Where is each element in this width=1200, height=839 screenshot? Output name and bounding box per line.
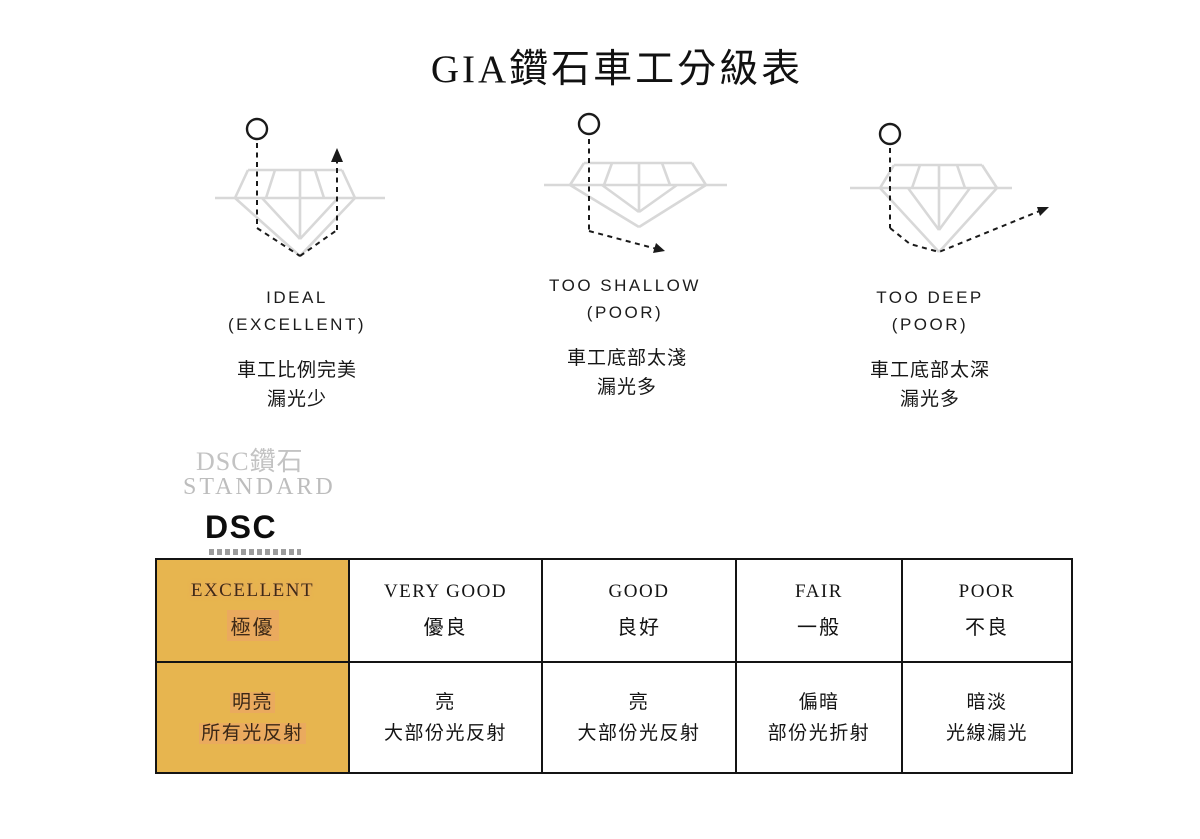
grade-name-en: TOO SHALLOW [549, 276, 701, 295]
cell-grade-excellent: EXCELLENT 極優 [155, 557, 350, 664]
desc-too-deep: 車工底部太深 漏光多 [830, 356, 1030, 414]
grade-zh: 優良 [423, 617, 468, 640]
desc-line: 漏光多 [596, 377, 657, 398]
label-too-shallow: TOO SHALLOW (POOR) [525, 272, 725, 326]
grade-zh: 極優 [226, 610, 279, 642]
dsc-watermark-line2: STANDARD [183, 474, 336, 500]
cell-grade-poor: POOR 不良 [901, 557, 1073, 664]
grade-name-en-sub: (EXCELLENT) [227, 315, 367, 334]
grade-en: GOOD [608, 581, 670, 603]
grade-zh: 不良 [965, 617, 1009, 640]
label-too-deep: TOO DEEP (POOR) [830, 284, 1030, 338]
grade-name-en-sub: (POOR) [891, 315, 969, 334]
diamond-too-deep-illustration [842, 110, 1057, 275]
diamond-too-deep-light-path-icon [850, 122, 1049, 254]
effect-line: 亮 [628, 691, 650, 713]
effect-line: 所有光反射 [199, 722, 306, 744]
desc-line: 漏光多 [899, 389, 960, 410]
grade-en: VERY GOOD [383, 581, 508, 603]
cell-effect-excellent: 明亮 所有光反射 [155, 661, 350, 774]
effect-line: 光線漏光 [945, 722, 1028, 744]
desc-ideal: 車工比例完美 漏光少 [197, 356, 397, 414]
dsc-logo: DSC [205, 509, 278, 545]
effect-line: 大部份光反射 [577, 722, 701, 744]
page-title: GIA鑽石車工分級表 [430, 48, 804, 91]
effect-line: 部份光折射 [767, 722, 871, 744]
diamond-ideal-light-path-icon [215, 117, 385, 257]
grade-en: FAIR [795, 581, 843, 603]
effect-line: 明亮 [229, 691, 275, 713]
grade-name-en: IDEAL [266, 288, 328, 307]
grade-name-en: TOO DEEP [876, 288, 984, 307]
diamond-too-shallow-light-path-icon [544, 112, 727, 253]
grade-en: POOR [958, 581, 1016, 603]
desc-line: 車工底部太淺 [566, 348, 687, 369]
grade-en: EXCELLENT [190, 580, 315, 602]
effect-line: 暗淡 [966, 691, 1008, 713]
grade-zh: 良好 [617, 617, 661, 640]
label-ideal: IDEAL (EXCELLENT) [197, 284, 397, 338]
dsc-logo-tagline [209, 549, 301, 555]
desc-line: 車工比例完美 [236, 360, 357, 381]
effect-line: 亮 [435, 691, 456, 713]
cell-grade-good: GOOD 良好 [541, 557, 737, 664]
cell-effect-very-good: 亮 大部份光反射 [348, 661, 543, 774]
diamond-too-shallow-illustration [532, 100, 732, 268]
grade-zh: 一般 [797, 617, 841, 640]
desc-too-shallow: 車工底部太淺 漏光多 [527, 344, 727, 402]
cell-effect-fair: 偏暗 部份光折射 [735, 661, 903, 774]
desc-line: 車工底部太深 [869, 360, 990, 381]
effect-row: 明亮 所有光反射 亮 大部份光反射 亮 大部份光反射 偏暗 部份光折射 暗淡 光… [155, 661, 1073, 774]
dsc-watermark-line1: DSC鑽石 [196, 447, 304, 476]
cell-effect-poor: 暗淡 光線漏光 [901, 661, 1073, 774]
grade-row: EXCELLENT 極優 VERY GOOD 優良 GOOD 良好 FAIR 一… [155, 557, 1073, 664]
diamond-ideal-illustration [200, 106, 400, 274]
desc-line: 漏光少 [266, 389, 327, 410]
grade-name-en-sub: (POOR) [586, 303, 664, 322]
cell-grade-fair: FAIR 一般 [735, 557, 903, 664]
cell-grade-very-good: VERY GOOD 優良 [348, 557, 543, 664]
effect-line: 大部份光反射 [383, 722, 507, 744]
cut-grade-table: EXCELLENT 極優 VERY GOOD 優良 GOOD 良好 FAIR 一… [155, 557, 1073, 774]
cell-effect-good: 亮 大部份光反射 [541, 661, 737, 774]
effect-line: 偏暗 [798, 691, 840, 713]
